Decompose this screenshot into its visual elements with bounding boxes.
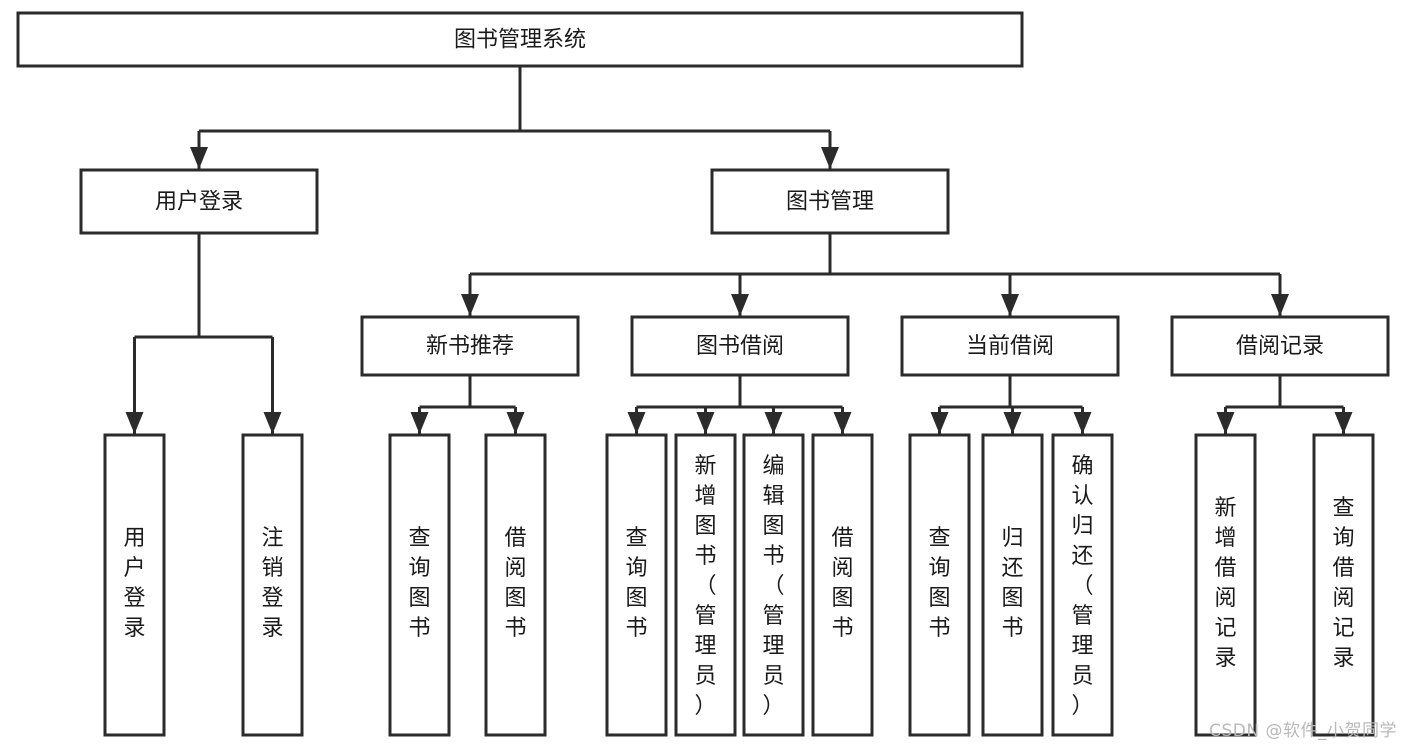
node-label-user-login-login: 用户登录	[123, 526, 145, 641]
node-box-current-borrow	[900, 315, 1120, 377]
node-box-book-borrow	[630, 315, 850, 377]
user-login-to-leaves-arrow-1	[263, 412, 282, 434]
edges-layer	[125, 66, 1353, 434]
book-borrow-to-leaves-arrow-2	[764, 412, 783, 434]
node-label-borrow-query-book: 查询图书	[625, 526, 647, 641]
node-box-current-confirm-return	[1051, 433, 1114, 737]
node-user-login-logout[interactable]: 注销登录	[241, 433, 304, 737]
book-manage-to-level3-arrow-3	[1271, 294, 1289, 316]
node-box-record-add	[1194, 433, 1257, 737]
node-label-borrow-edit-book: 编辑图书（管理员）	[762, 454, 784, 719]
node-label-current-query-book: 查询图书	[928, 526, 950, 641]
node-label-book-manage: 图书管理	[786, 190, 874, 215]
node-borrow-add-book[interactable]: 新增图书（管理员）	[674, 433, 737, 737]
node-label-current-return-book: 归还图书	[1001, 526, 1023, 641]
root-to-level2-arrow-0	[190, 147, 208, 169]
node-box-borrow-query-book	[605, 433, 668, 737]
node-box-user-login	[79, 168, 319, 235]
book-manage-to-level3-arrow-0	[461, 294, 479, 316]
node-recommend-borrow-book[interactable]: 借阅图书	[484, 433, 547, 737]
node-user-login-login[interactable]: 用户登录	[103, 433, 166, 737]
node-label-current-confirm-return: 确认归还（管理员）	[1071, 454, 1093, 719]
node-label-record-query: 查询借阅记录	[1332, 496, 1354, 671]
node-box-borrow-record	[1170, 315, 1390, 377]
node-label-book-borrow: 图书借阅	[696, 334, 784, 359]
node-borrow-edit-book[interactable]: 编辑图书（管理员）	[742, 433, 805, 737]
node-borrow-borrow-book[interactable]: 借阅图书	[811, 433, 874, 737]
current-borrow-to-leaves-arrow-0	[930, 412, 949, 434]
node-user-login[interactable]: 用户登录	[79, 168, 319, 235]
node-current-borrow[interactable]: 当前借阅	[900, 315, 1120, 377]
current-borrow-to-leaves-arrow-1	[1003, 412, 1022, 434]
book-manage-to-level3-arrow-1	[731, 294, 749, 316]
node-box-borrow-edit-book	[742, 433, 805, 737]
node-label-user-login-logout: 注销登录	[261, 526, 283, 641]
node-box-user-login-logout	[241, 433, 304, 737]
node-label-borrow-record: 借阅记录	[1236, 334, 1324, 359]
node-label-current-borrow: 当前借阅	[966, 334, 1054, 359]
node-label-root: 图书管理系统	[454, 28, 586, 53]
csdn-watermark: CSDN @软件_小贺同学	[1209, 721, 1397, 741]
new-book-recommend-to-leaves-arrow-1	[506, 412, 525, 434]
node-label-recommend-borrow-book: 借阅图书	[504, 526, 526, 641]
current-borrow-to-leaves-arrow-2	[1073, 412, 1092, 434]
root-to-level2-arrow-1	[821, 147, 839, 169]
node-box-recommend-query-book	[388, 433, 451, 737]
node-book-manage[interactable]: 图书管理	[710, 168, 950, 235]
node-recommend-query-book[interactable]: 查询图书	[388, 433, 451, 737]
book-manage-to-level3-arrow-2	[1001, 294, 1019, 316]
borrow-record-to-leaves-arrow-1	[1334, 412, 1353, 434]
node-label-user-login: 用户登录	[155, 190, 243, 215]
node-box-root	[16, 11, 1024, 68]
node-book-borrow[interactable]: 图书借阅	[630, 315, 850, 377]
node-box-new-book-recommend	[360, 315, 580, 377]
node-current-return-book[interactable]: 归还图书	[981, 433, 1044, 737]
node-label-new-book-recommend: 新书推荐	[426, 334, 514, 359]
node-borrow-record[interactable]: 借阅记录	[1170, 315, 1390, 377]
book-borrow-to-leaves-arrow-1	[696, 412, 715, 434]
node-current-query-book[interactable]: 查询图书	[908, 433, 971, 737]
borrow-record-to-leaves-arrow-0	[1216, 412, 1235, 434]
node-box-recommend-borrow-book	[484, 433, 547, 737]
node-box-borrow-borrow-book	[811, 433, 874, 737]
node-current-confirm-return[interactable]: 确认归还（管理员）	[1051, 433, 1114, 737]
node-label-borrow-borrow-book: 借阅图书	[831, 526, 853, 641]
node-box-borrow-add-book	[674, 433, 737, 737]
node-box-book-manage	[710, 168, 950, 235]
node-box-current-query-book	[908, 433, 971, 737]
node-record-query[interactable]: 查询借阅记录	[1312, 433, 1375, 737]
user-login-to-leaves-arrow-0	[125, 412, 144, 434]
node-box-user-login-login	[103, 433, 166, 737]
nodes-layer: 图书管理系统用户登录图书管理用户登录注销登录新书推荐查询图书借阅图书图书借阅查询…	[16, 11, 1390, 737]
node-label-record-add: 新增借阅记录	[1214, 496, 1236, 671]
book-borrow-to-leaves-arrow-0	[627, 412, 646, 434]
node-borrow-query-book[interactable]: 查询图书	[605, 433, 668, 737]
node-box-record-query	[1312, 433, 1375, 737]
node-record-add[interactable]: 新增借阅记录	[1194, 433, 1257, 737]
node-box-current-return-book	[981, 433, 1044, 737]
node-label-borrow-add-book: 新增图书（管理员）	[694, 454, 716, 719]
new-book-recommend-to-leaves-arrow-0	[410, 412, 429, 434]
book-borrow-to-leaves-arrow-3	[833, 412, 852, 434]
node-new-book-recommend[interactable]: 新书推荐	[360, 315, 580, 377]
node-label-recommend-query-book: 查询图书	[408, 526, 430, 641]
node-root[interactable]: 图书管理系统	[16, 11, 1024, 68]
